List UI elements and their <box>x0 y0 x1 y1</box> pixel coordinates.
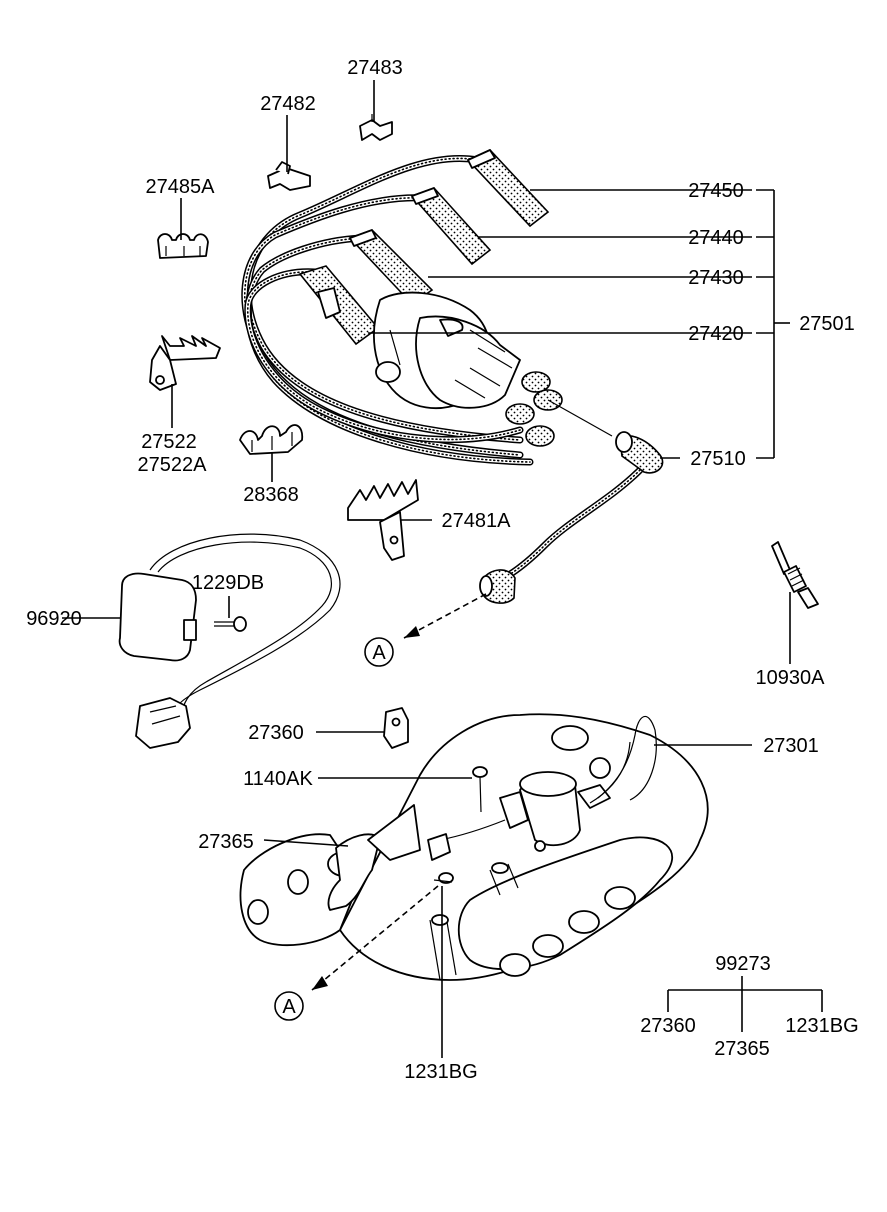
coil-cable-27510[interactable] <box>479 431 664 604</box>
ignition-coil-27301[interactable] <box>427 716 657 861</box>
bolt-1231BG[interactable] <box>433 872 454 884</box>
bracket-27360[interactable] <box>383 707 409 749</box>
plug-boot-27450[interactable] <box>466 149 550 228</box>
intake-manifold <box>239 713 709 981</box>
label-96920[interactable]: 96920 <box>26 608 82 630</box>
label-27450[interactable]: 27450 <box>688 180 744 202</box>
label-27360[interactable]: 27360 <box>248 722 304 744</box>
clip-27522[interactable] <box>149 335 221 391</box>
bolt-1140AK[interactable] <box>472 766 488 813</box>
callout-a1[interactable]: A <box>372 642 386 664</box>
part-labels: 27483 27482 27485A 27450 27440 27430 274… <box>26 57 859 1083</box>
distributor-terminals <box>505 371 613 447</box>
plug-boot-27420[interactable] <box>298 265 380 346</box>
label-27485A[interactable]: 27485A <box>146 176 216 198</box>
label-27440[interactable]: 27440 <box>688 227 744 249</box>
tree-label-1231BG[interactable]: 1231BG <box>785 1015 858 1037</box>
callout-circle-a1 <box>364 637 394 667</box>
tree-label-27360[interactable]: 27360 <box>640 1015 696 1037</box>
clip-28368[interactable] <box>239 424 304 455</box>
label-27522A[interactable]: 27522A <box>138 454 208 476</box>
screw-1229DB[interactable] <box>214 616 247 632</box>
label-1229DB[interactable]: 1229DB <box>192 572 264 594</box>
label-27522[interactable]: 27522 <box>141 431 197 453</box>
label-27430[interactable]: 27430 <box>688 267 744 289</box>
label-27510[interactable]: 27510 <box>690 448 746 470</box>
label-27481A[interactable]: 27481A <box>442 510 512 532</box>
label-27420[interactable]: 27420 <box>688 323 744 345</box>
label-27483[interactable]: 27483 <box>347 57 403 79</box>
clip-27482[interactable] <box>267 161 311 191</box>
clip-27485A[interactable] <box>157 233 209 259</box>
bracket-27365[interactable] <box>327 804 421 911</box>
plug-boot-27440[interactable] <box>410 187 492 266</box>
leader-lines <box>62 80 823 1058</box>
label-27301[interactable]: 27301 <box>763 735 819 757</box>
callout-a2[interactable]: A <box>282 996 296 1018</box>
clip-27481A[interactable] <box>347 479 419 561</box>
spark-plug-10930A[interactable] <box>771 541 819 609</box>
label-1231BG[interactable]: 1231BG <box>404 1061 477 1083</box>
label-1140AK[interactable]: 1140AK <box>243 768 313 790</box>
plug-boot-27430[interactable] <box>348 229 434 306</box>
label-10930A[interactable]: 10930A <box>756 667 826 689</box>
callout-circle-a2 <box>274 991 304 1021</box>
distributor-cap <box>373 291 521 410</box>
label-27365[interactable]: 27365 <box>198 831 254 853</box>
tree-label-27365[interactable]: 27365 <box>714 1038 770 1060</box>
label-27482[interactable]: 27482 <box>260 93 316 115</box>
ignition-module-96920[interactable] <box>118 533 341 749</box>
label-99273[interactable]: 99273 <box>715 953 771 975</box>
cable-loops <box>241 155 534 466</box>
label-27501[interactable]: 27501 <box>799 313 855 335</box>
ignition-cable-set <box>241 149 664 604</box>
clip-27483[interactable] <box>359 114 393 141</box>
label-28368[interactable]: 28368 <box>243 484 299 506</box>
